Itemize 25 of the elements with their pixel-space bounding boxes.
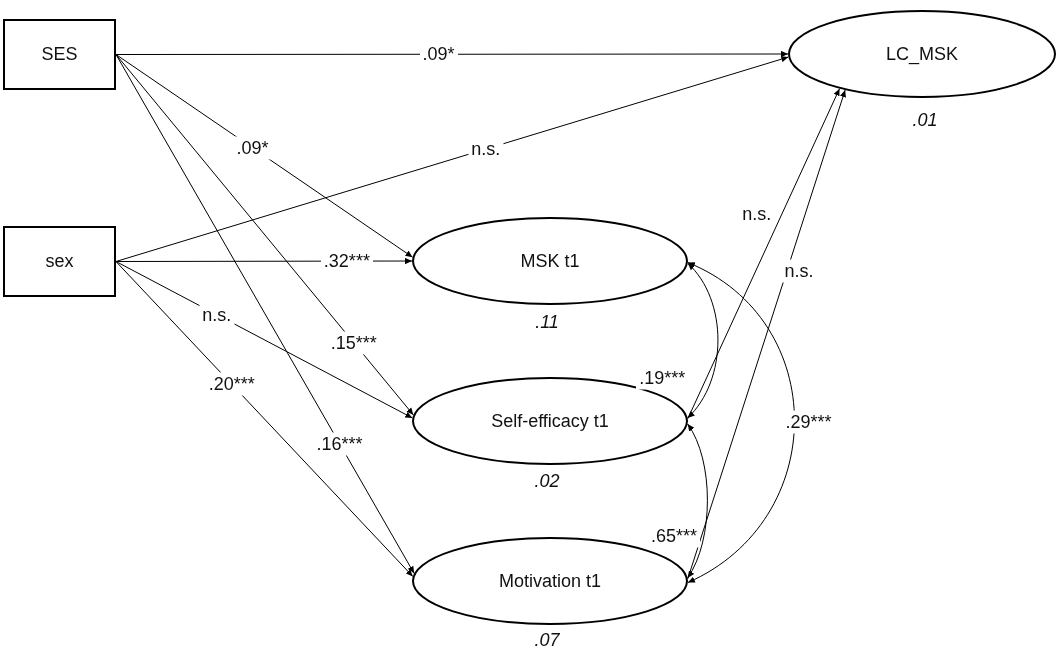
explained-variance-value: .02	[534, 470, 560, 492]
explained-variance-value: .01	[912, 109, 938, 131]
latent-variable-ellipse	[788, 10, 1056, 98]
latent-variable-ellipse	[412, 217, 688, 305]
variable-name: sex	[45, 250, 74, 273]
covariance-arrow	[687, 423, 708, 579]
variable-name: Motivation t1	[498, 569, 602, 593]
explained-variance-value: .11	[535, 311, 559, 333]
path-arrow	[115, 50, 789, 58]
path-arrow	[115, 261, 413, 419]
variable-name: MSK t1	[520, 249, 580, 273]
edge-label: n.s.	[199, 303, 235, 327]
path-arrow	[115, 54, 414, 258]
variable-name: Self-efficacy t1	[491, 409, 609, 433]
covariance-arrow	[687, 262, 719, 419]
observed-variable-box	[3, 226, 116, 297]
path-arrow	[115, 56, 789, 262]
covariance-arrow	[687, 262, 795, 584]
variable-name: LC_MSK	[886, 42, 958, 66]
path-arrow	[115, 261, 414, 577]
variable-name: SES	[41, 43, 78, 66]
explained-variance-value: .07	[534, 629, 560, 651]
edge-label: .09*	[233, 136, 272, 160]
path-arrow	[115, 54, 414, 416]
observed-variable-box	[3, 19, 116, 90]
